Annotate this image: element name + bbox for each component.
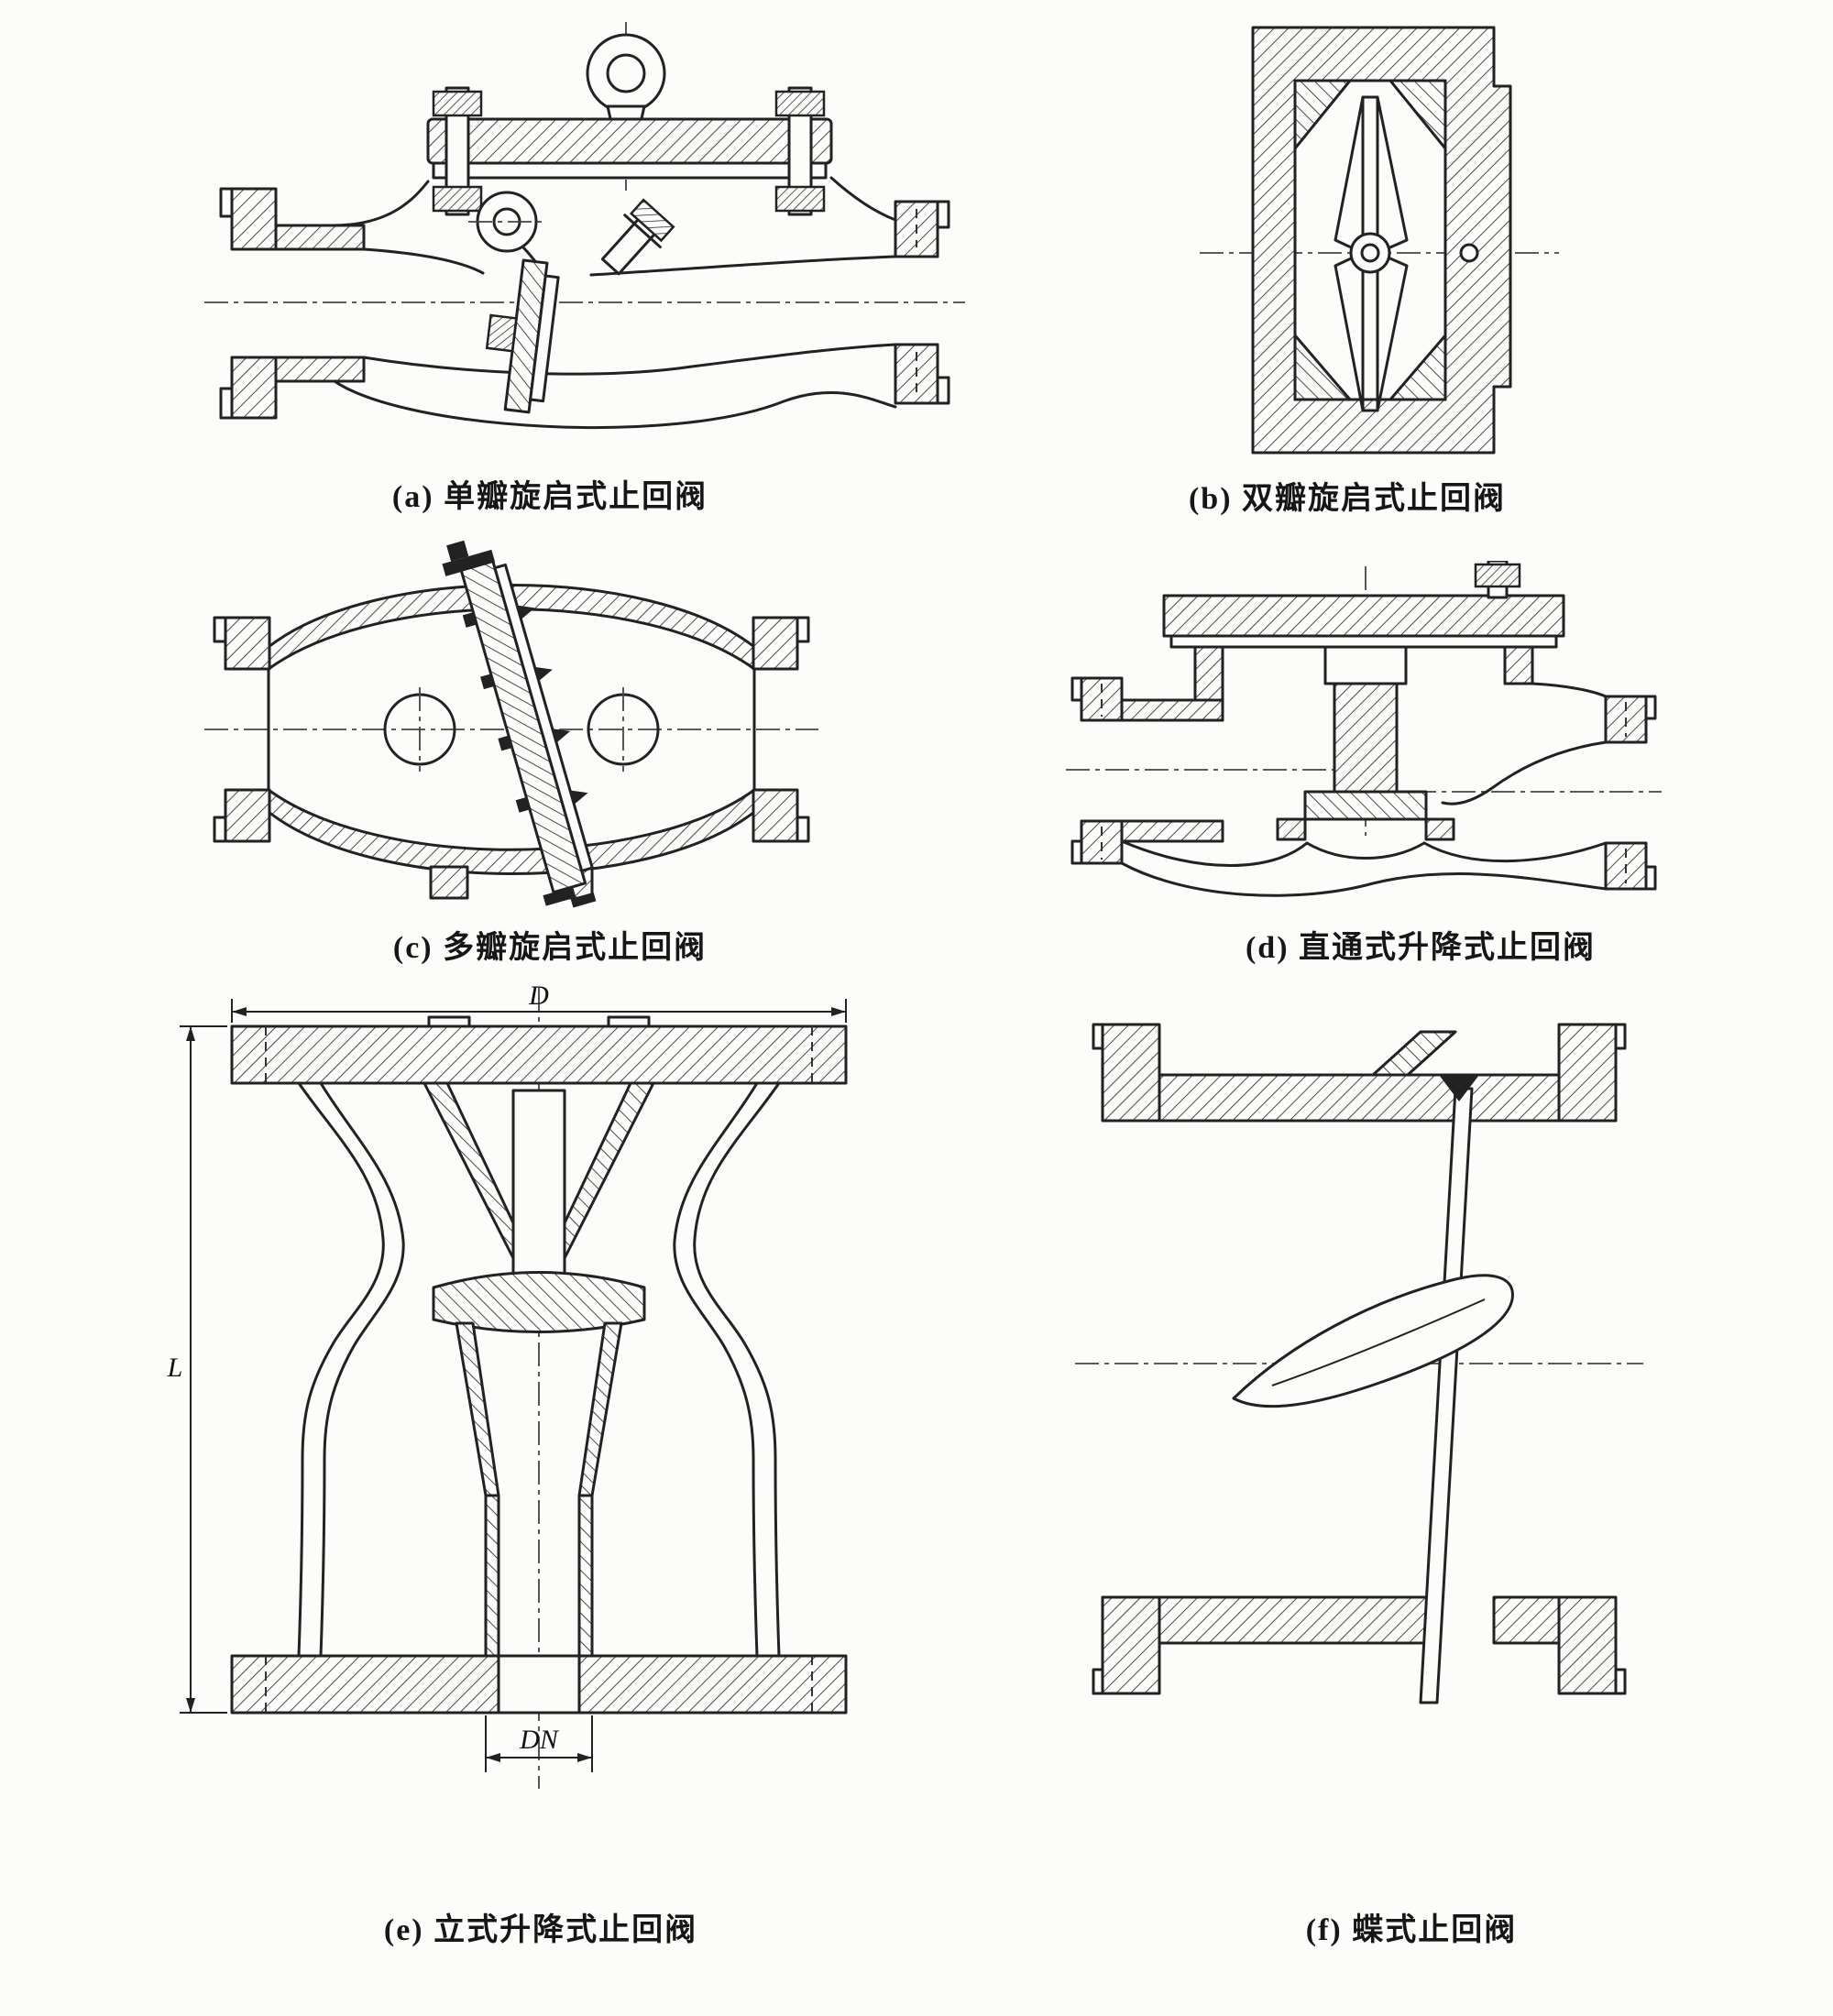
figure-e-caption: (e) 立式升降式止回阀: [383, 1913, 698, 1947]
dimension-label-l: L: [167, 1353, 183, 1383]
gasket: [432, 161, 828, 180]
valve-c-multi-disc-drawing: [204, 540, 818, 908]
figure-f-caption: (f) 蝶式止回阀: [1305, 1913, 1518, 1947]
flange-right: [1557, 1023, 1627, 1695]
disc: [1303, 790, 1428, 821]
seat-left: [1276, 817, 1307, 841]
cover-bolt: [1474, 561, 1521, 599]
figure-b-caption: (b) 双瓣旋启式止回阀: [1188, 482, 1507, 516]
guide: [1323, 645, 1408, 685]
body-passages: [1120, 682, 1608, 897]
bottom-bore: [497, 1654, 581, 1715]
piston: [1333, 682, 1399, 794]
seat-right: [1424, 817, 1455, 841]
valve-a-swing-check-drawing: [204, 22, 965, 430]
top-flange: [230, 1024, 848, 1085]
bottom-bolt: [543, 886, 576, 906]
figure-d-caption: (d) 直通式升降式止回阀: [1245, 931, 1597, 965]
disc: [432, 1271, 646, 1333]
disc: [485, 258, 560, 414]
valve-b-dual-plate-drawing: [1200, 26, 1559, 455]
flange-right: [894, 200, 950, 405]
body-webs: [1293, 79, 1447, 401]
neck-right: [1503, 645, 1534, 685]
disc: [1232, 1274, 1514, 1408]
multi-disc-assembly: [442, 540, 597, 908]
body-walls: [297, 1081, 781, 1658]
flange-right: [752, 616, 810, 843]
flange-left: [1070, 676, 1224, 865]
bolt-holes: [383, 687, 660, 772]
valve-body: [274, 176, 897, 430]
hinge: [1439, 1075, 1479, 1101]
dimension-L: L: [167, 1025, 227, 1714]
flange-left: [1092, 1023, 1161, 1695]
eyebolt: [586, 33, 666, 125]
dimension-DN: DN: [485, 1715, 593, 1772]
top-cover: [1162, 594, 1565, 638]
top-clamp: [442, 549, 496, 576]
valve-d-lift-check-drawing: [1066, 561, 1662, 897]
disc-plates: [1334, 95, 1479, 412]
dimension-D: D: [231, 982, 847, 1023]
figure-c-caption: (c) 多瓣旋启式止回阀: [392, 931, 708, 965]
pipe-walls: [1158, 1030, 1561, 1645]
flange-left: [219, 187, 366, 420]
cover-boss: [427, 1015, 471, 1028]
valve-e-vertical-lift-drawing: D L: [167, 982, 848, 1789]
cavity: [1293, 79, 1447, 401]
gasket: [1169, 634, 1558, 649]
hinge-boss: [1371, 1030, 1457, 1077]
seat: [455, 1321, 623, 1715]
cover-boss: [607, 1015, 651, 1028]
bonnet-cover: [426, 117, 833, 165]
figure-a-caption: (a) 单瓣旋启式止回阀: [391, 480, 708, 514]
bolt-left: [432, 86, 483, 216]
flange-right: [1604, 695, 1657, 891]
disc-and-arm: [1232, 1075, 1514, 1704]
arm: [1419, 1087, 1474, 1704]
angled-stud: [600, 198, 675, 276]
dimension-label-dn: DN: [519, 1725, 560, 1755]
valve-f-tilting-disc-drawing: [1075, 1023, 1643, 1704]
dimension-label-d: D: [528, 982, 549, 1011]
piston-disc: [1276, 645, 1455, 841]
hinge-pin: [468, 191, 547, 253]
hinge-pin-end: [1459, 243, 1479, 263]
stem: [511, 1089, 566, 1289]
bolt-right: [774, 86, 826, 216]
flange-left: [213, 616, 271, 843]
